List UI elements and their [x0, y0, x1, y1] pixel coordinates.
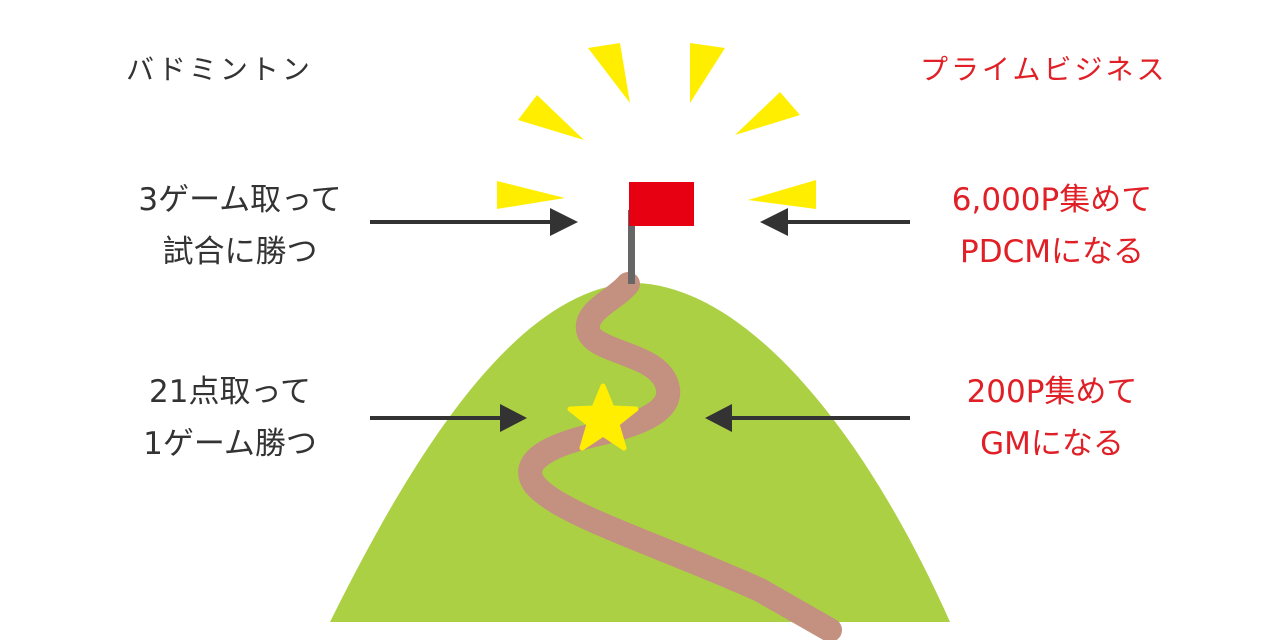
text-line: GMになる — [980, 426, 1124, 462]
arrow-head — [705, 404, 732, 432]
text-line: 6,000P集めて — [951, 182, 1153, 218]
ray — [588, 43, 630, 103]
left-top-goal: 3ゲーム取って 試合に勝つ — [90, 174, 390, 278]
text-line: 200P集めて — [966, 374, 1138, 410]
right-heading: プライムビジネス — [920, 53, 1168, 86]
ray — [497, 181, 565, 209]
ray — [518, 95, 584, 140]
flag-pole — [628, 210, 635, 284]
arrow-head — [500, 404, 527, 432]
text-line: 1ゲーム勝つ — [143, 426, 317, 462]
arrow-head — [550, 208, 578, 236]
text-line: PDCMになる — [960, 234, 1144, 270]
flag — [629, 182, 694, 226]
left-mid-goal: 21点取って 1ゲーム勝つ — [80, 366, 380, 470]
arrow-head — [760, 208, 788, 236]
right-top-goal: 6,000P集めて PDCMになる — [902, 174, 1202, 278]
text-line: 21点取って — [149, 374, 311, 410]
text-line: 試合に勝つ — [162, 234, 318, 270]
right-mid-goal: 200P集めて GMになる — [902, 366, 1202, 470]
left-heading: バドミントン — [126, 53, 313, 86]
arrows — [370, 208, 910, 432]
ray — [690, 43, 725, 103]
mountain — [330, 283, 950, 622]
star-icon — [567, 383, 639, 451]
text-line: 3ゲーム取って — [138, 182, 342, 218]
ray — [735, 92, 800, 135]
sunburst-rays — [497, 43, 816, 209]
ray — [748, 180, 816, 209]
